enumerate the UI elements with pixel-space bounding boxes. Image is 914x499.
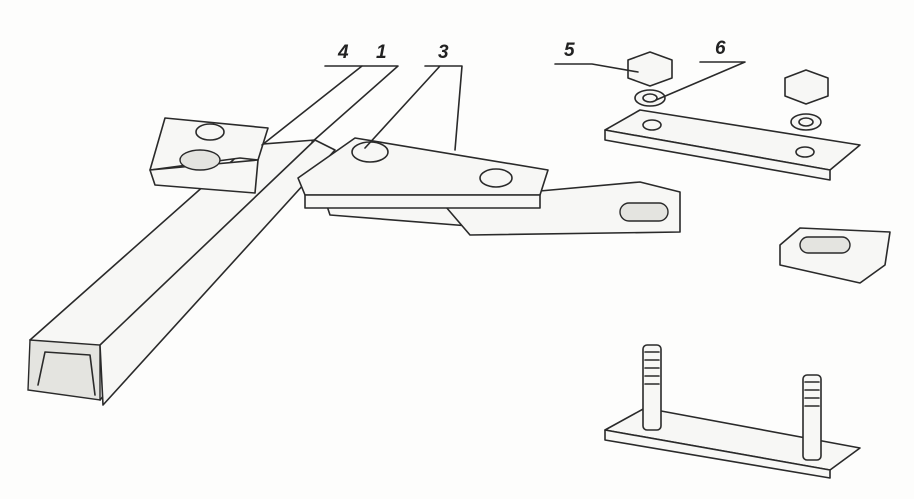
- label-part-6: 6: [715, 38, 726, 59]
- label-part-4: 4: [338, 42, 349, 63]
- slotted-tab: [779, 227, 891, 284]
- plate-with-nuts: [604, 51, 861, 181]
- square-tube: [27, 139, 336, 406]
- leader-lines: [261, 61, 746, 151]
- stud-plate: [604, 344, 861, 479]
- bracket-assembly: [297, 137, 681, 236]
- label-part-3: 3: [438, 42, 449, 63]
- label-part-5: 5: [564, 40, 575, 61]
- left-clamp: [149, 117, 269, 194]
- label-part-1: 1: [376, 42, 387, 63]
